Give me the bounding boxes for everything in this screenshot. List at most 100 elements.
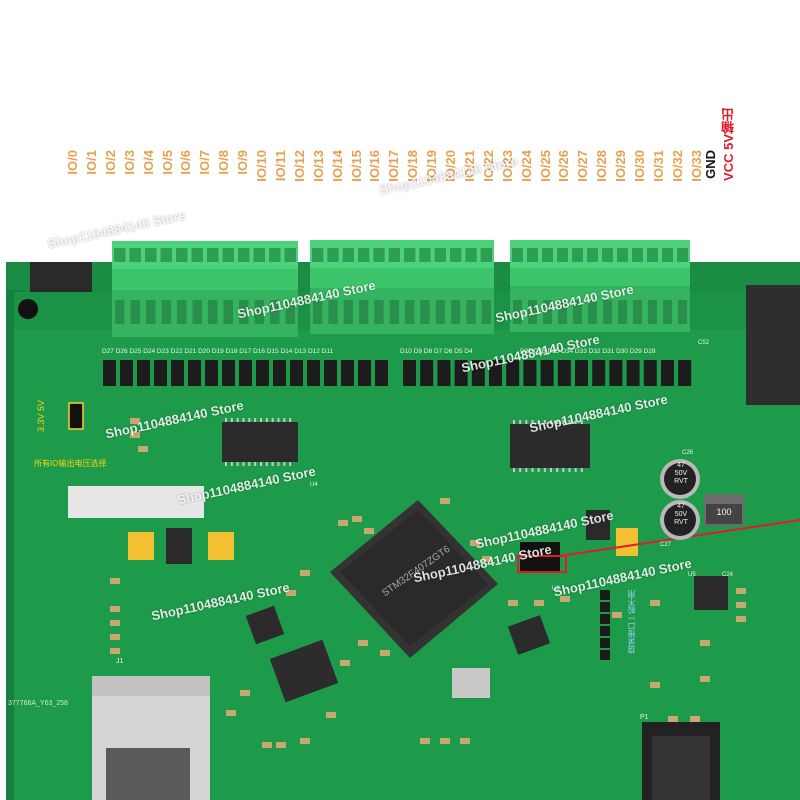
terminal-screw: [284, 248, 296, 262]
smd-passive: [326, 712, 336, 718]
led: [506, 360, 520, 386]
silk-c27: C27: [660, 542, 672, 548]
io-voltage-note: 所有IO输出电压选择: [34, 459, 107, 468]
terminal-block-left: [112, 241, 298, 337]
smd-passive: [736, 602, 746, 608]
ic-pin: [568, 420, 571, 424]
terminal-wire-slot: [573, 300, 582, 324]
ic-pin: [260, 462, 262, 466]
smd-passive: [420, 738, 430, 744]
terminal-block-mid: [310, 240, 494, 334]
led: [661, 360, 674, 386]
regulator-right: [586, 510, 610, 540]
terminal-wire-slot: [192, 300, 202, 324]
smd-passive: [650, 600, 660, 606]
terminal-wire-slot: [270, 300, 280, 324]
led: [171, 360, 184, 386]
ic-pin: [230, 462, 233, 466]
ethernet-phy-ic: [269, 639, 339, 703]
led: [324, 360, 337, 386]
terminal-wire-slot: [389, 300, 399, 324]
terminal-screw: [145, 248, 157, 262]
terminal-screw: [160, 248, 172, 262]
ic-pin: [568, 468, 571, 472]
led: [358, 360, 371, 386]
led: [256, 360, 269, 386]
terminal-screw: [176, 248, 188, 262]
smd-passive: [612, 612, 622, 618]
terminal-screw: [527, 248, 538, 262]
ic-pin: [254, 418, 257, 422]
terminal-screw: [419, 248, 431, 262]
power-jack-face: [652, 736, 710, 800]
terminal-screw: [312, 248, 324, 262]
smd-passive: [226, 710, 236, 716]
mcu-chip: [330, 500, 498, 658]
terminal-screw: [269, 248, 281, 262]
silk-p1: P1: [640, 714, 649, 721]
terminal-screw: [617, 248, 628, 262]
terminal-wire-slot: [528, 300, 537, 324]
led: [540, 360, 554, 386]
smd-passive: [690, 716, 700, 722]
header-pin: [600, 602, 610, 612]
terminal-screw: [327, 248, 339, 262]
ic-pin: [283, 462, 286, 466]
silk-led-labels-mid: D10 D9 D8 D7 D6 D5 D4: [400, 348, 473, 355]
led: [307, 360, 320, 386]
ic-pin: [283, 418, 286, 422]
regulator-left: [166, 528, 192, 564]
ic-pin: [289, 418, 292, 422]
ic-pin: [271, 462, 274, 466]
terminal-screw: [677, 248, 688, 262]
terminal-wire-slot: [177, 300, 187, 324]
ic-pin: [277, 418, 280, 422]
smd-passive: [364, 528, 374, 534]
ic-pin: [531, 420, 534, 424]
inductor-top: [706, 504, 742, 524]
header-pin: [600, 590, 610, 600]
terminal-wire-slot: [588, 300, 597, 324]
ic-pin: [265, 418, 268, 422]
terminal-screw: [114, 248, 126, 262]
silk-c24: C24: [722, 572, 734, 578]
cap-label-2: 47 50V RVT: [674, 503, 688, 526]
ic-pin: [265, 462, 268, 466]
led: [375, 360, 388, 386]
led: [341, 360, 354, 386]
smd-passive: [650, 682, 660, 688]
ic-pin: [562, 468, 565, 472]
silk-c52: C52: [698, 340, 710, 346]
led: [103, 360, 116, 386]
terminal-wire-slot: [648, 300, 657, 324]
silk-c26: C26: [682, 450, 694, 456]
ic-pin: [519, 468, 522, 472]
smd-passive: [352, 516, 362, 522]
terminal-wire-slot: [359, 300, 369, 324]
terminal-screw: [602, 248, 613, 262]
corner-standoff-left: [30, 262, 92, 292]
ic-right-regulator: [694, 576, 728, 610]
terminal-screw: [373, 248, 385, 262]
ic-pin: [236, 462, 239, 466]
ic-pin: [242, 462, 245, 466]
silk-ethernet-part: 377766A_Y63_258: [8, 700, 68, 707]
ic-pin: [513, 468, 515, 472]
inductor-label: 100: [716, 507, 732, 517]
terminal-wire-slot: [663, 300, 672, 324]
terminal-wire-slot: [420, 300, 430, 324]
terminal-wire-slot: [618, 300, 627, 324]
led: [120, 360, 133, 386]
smd-passive: [440, 738, 450, 744]
cap-label-1: 47 50V RVT: [674, 462, 688, 485]
terminal-screw: [129, 248, 141, 262]
terminal-wire-slot: [481, 300, 491, 324]
ic-pin: [248, 462, 251, 466]
led: [188, 360, 201, 386]
ic-pin: [236, 418, 239, 422]
smd-passive: [700, 640, 710, 646]
led: [205, 360, 218, 386]
terminal-screw: [404, 248, 416, 262]
silk-j1: J1: [116, 658, 124, 665]
smd-passive: [508, 600, 518, 606]
